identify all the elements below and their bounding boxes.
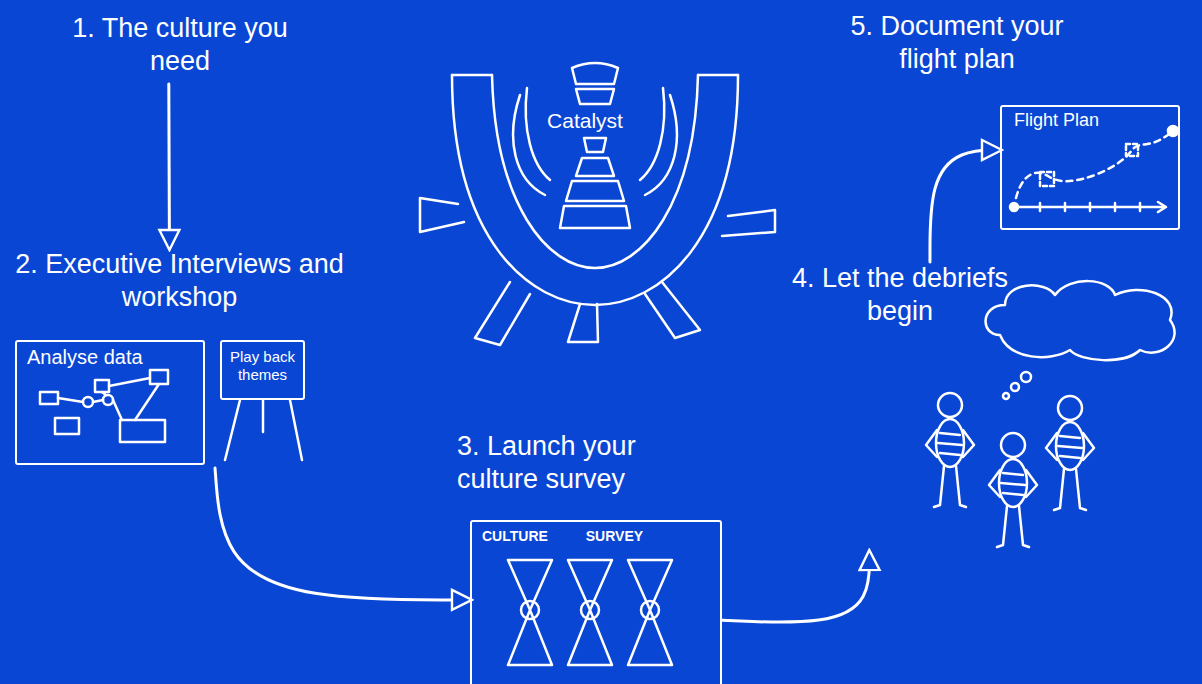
- board-title: Analyse data: [27, 345, 197, 369]
- step-heading: 1. The culture you need: [40, 12, 320, 78]
- thought-cloud: [986, 281, 1175, 399]
- flow-arrow: [722, 552, 869, 622]
- easel-board: Play back themes: [220, 340, 305, 400]
- flow-arrow: [930, 150, 1000, 262]
- step-heading: 5. Document your flight plan: [832, 10, 1082, 76]
- catalyst-illustration: [420, 63, 775, 345]
- people-figures: [926, 393, 1094, 547]
- easel-legs: [225, 400, 302, 460]
- survey-sliders: [508, 560, 672, 665]
- survey-title: CULTURE SURVEY: [482, 528, 712, 545]
- data-board: Analyse data: [15, 340, 205, 465]
- chart-title: Flight Plan: [1014, 110, 1174, 132]
- flight-plan-box: 5. Document your flight planFlight Plan: [1000, 105, 1180, 230]
- step-heading: 2. Executive Interviews and workshop: [12, 248, 347, 314]
- step-group: 1. The culture you need: [40, 12, 320, 84]
- flight-chart: [1010, 126, 1178, 212]
- board-title: Play back themes: [225, 348, 300, 385]
- step-heading: 4. Let the debriefs begin: [775, 262, 1025, 328]
- flow-arrow: [167, 84, 171, 248]
- flow-arrow: [215, 468, 470, 600]
- illustration-label: Catalyst: [530, 108, 640, 133]
- data-chart: [40, 370, 168, 442]
- step-group: 4. Let the debriefs begin: [775, 262, 1185, 552]
- step-group: 2. Executive Interviews and workshopAnal…: [12, 248, 347, 468]
- survey-box: 3. Launch your culture surveyCULTURE SUR…: [470, 520, 722, 684]
- step-heading: 3. Launch your culture survey: [457, 430, 707, 496]
